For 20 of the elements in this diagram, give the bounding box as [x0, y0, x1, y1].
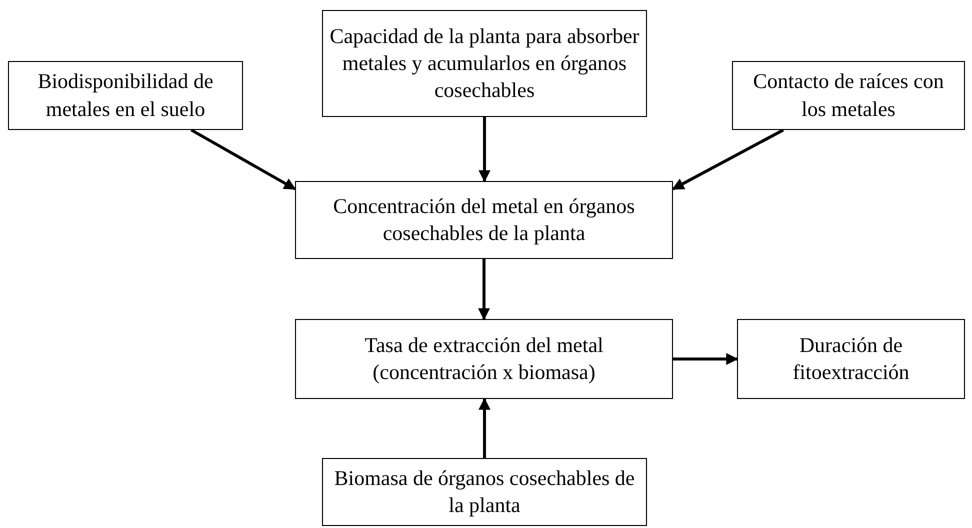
box-text: Tasa de extracción del metal (concentración x biomasa): [364, 332, 604, 386]
process-box: [295, 181, 673, 259]
process-box: [737, 319, 965, 399]
box-text: Contacto de raíces con los metales: [752, 68, 945, 122]
box-text: Capacidad de la planta para absorber metales y acumularlos en órganos cosechables: [329, 22, 640, 104]
arrow: [478, 117, 490, 182]
box-text: Concentración del metal en órganos cosechables de la planta: [332, 192, 636, 247]
process-box: [322, 458, 647, 526]
arrow: [673, 353, 738, 365]
process-box: [295, 319, 673, 399]
box-text: Biodisponibilidad de metales en el suelo: [36, 68, 214, 122]
process-box: [732, 61, 965, 130]
arrow: [478, 259, 490, 320]
arrow: [478, 398, 490, 458]
arrow: [190, 128, 296, 190]
arrow: [672, 128, 784, 190]
process-box: [8, 61, 243, 130]
box-text: Duración de fitoextracción: [792, 332, 910, 386]
box-text: Biomasa de órganos cosechables de la planta: [333, 464, 636, 519]
process-box: [322, 10, 647, 117]
